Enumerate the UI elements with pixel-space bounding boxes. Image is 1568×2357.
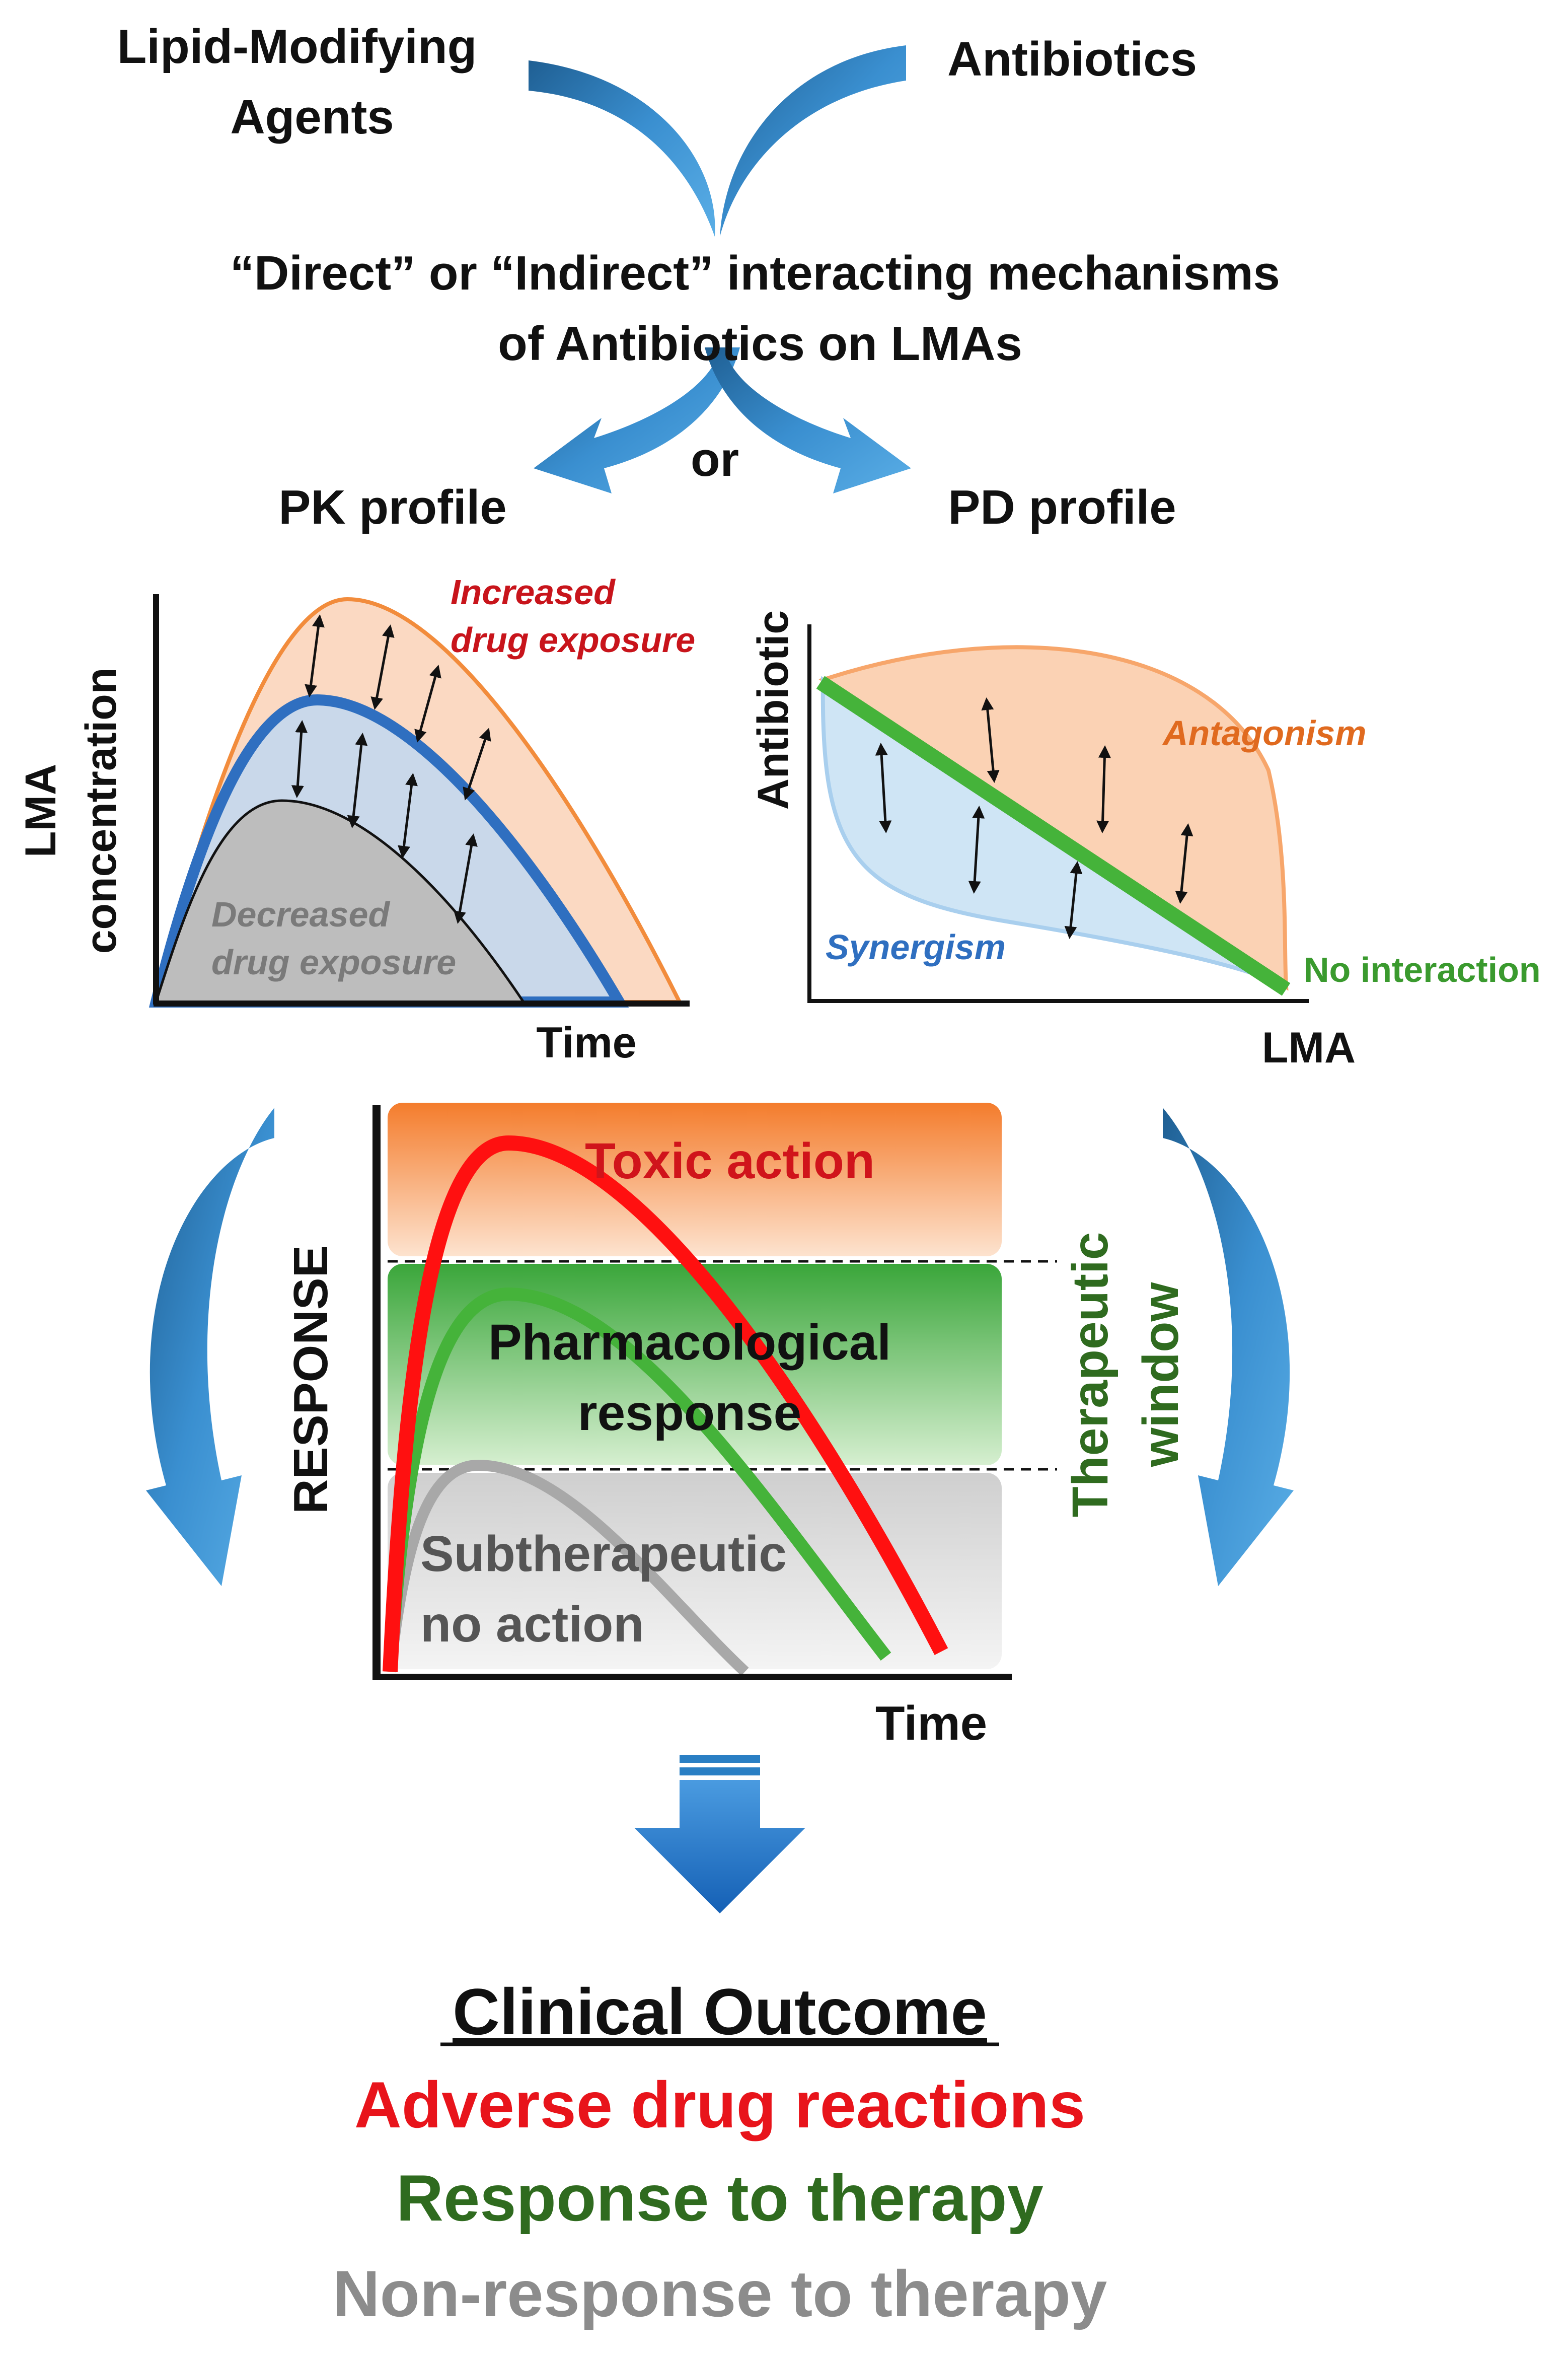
pd-ylabel: Antibiotic bbox=[749, 610, 797, 810]
pd-synergism-label: Synergism bbox=[826, 927, 1006, 967]
toxic-label: Toxic action bbox=[585, 1133, 875, 1189]
pk-double-arrows bbox=[291, 614, 491, 924]
pk-decreased-label-1: Decreased bbox=[211, 895, 390, 934]
mechanism-label-2: of Antibiotics on LMAs bbox=[498, 317, 1022, 371]
outcome-title: Clinical Outcome bbox=[453, 1975, 987, 2048]
sub-label-2: no action bbox=[420, 1596, 644, 1653]
pk-profile-label: PK profile bbox=[278, 480, 506, 534]
pk-increased-label-1: Increased bbox=[451, 573, 616, 612]
antibiotics-label: Antibiotics bbox=[947, 32, 1197, 86]
outcome-section: Clinical Outcome Adverse drug reactions … bbox=[333, 1975, 1107, 2330]
response-chart: RESPONSE Time Toxic action Pharmacologic… bbox=[146, 1103, 1294, 1750]
window-label-1: Therapeutic bbox=[1062, 1232, 1118, 1518]
down-arrow-icon bbox=[634, 1755, 805, 1913]
outcome-response: Response to therapy bbox=[396, 2161, 1043, 2235]
outcome-adverse: Adverse drug reactions bbox=[354, 2068, 1085, 2141]
lipid-agents-label: Lipid-Modifying bbox=[117, 20, 477, 74]
pharm-band bbox=[388, 1264, 1002, 1465]
side-arrow-right-icon bbox=[1163, 1108, 1294, 1586]
or-label: or bbox=[691, 433, 739, 486]
swoosh-left-icon bbox=[529, 60, 715, 237]
pk-decreased-label-2: drug exposure bbox=[211, 943, 456, 982]
pd-no-interaction-label: No interaction bbox=[1304, 950, 1541, 989]
pk-ylabel-1: LMA bbox=[17, 764, 65, 858]
pk-ylabel-2: concentration bbox=[77, 668, 125, 954]
sub-band bbox=[388, 1473, 1002, 1669]
sub-label-1: Subtherapeutic bbox=[420, 1526, 787, 1582]
pd-no-interaction-line bbox=[816, 676, 1291, 996]
pd-profile-label: PD profile bbox=[948, 480, 1176, 534]
pharm-label-1: Pharmacological bbox=[488, 1314, 891, 1371]
response-curve-gray bbox=[385, 1459, 749, 1676]
pharm-label-2: response bbox=[578, 1385, 802, 1441]
window-label-2: window bbox=[1133, 1282, 1189, 1467]
arrow-to-pd-icon bbox=[705, 347, 911, 493]
response-curve-red bbox=[383, 1135, 948, 1672]
pk-chart: LMA concentration Time Increased drug ex… bbox=[17, 573, 695, 1067]
top-section: Lipid-Modifying Agents Antibiotics “Dire… bbox=[117, 20, 1280, 534]
pk-xlabel: Time bbox=[536, 1019, 636, 1067]
pd-xlabel: LMA bbox=[1262, 1024, 1356, 1072]
mechanism-label-1: “Direct” or “Indirect” interacting mecha… bbox=[230, 246, 1280, 300]
side-arrow-left-icon bbox=[146, 1108, 274, 1586]
pd-antagonism-label: Antagonism bbox=[1162, 713, 1366, 753]
lipid-agents-label-2: Agents bbox=[230, 90, 394, 144]
pk-increased-label-2: drug exposure bbox=[451, 620, 695, 660]
swoosh-right-icon bbox=[720, 45, 906, 237]
pd-antagonism-area bbox=[818, 645, 1289, 991]
pd-double-arrows bbox=[875, 697, 1193, 939]
response-ylabel: RESPONSE bbox=[284, 1245, 338, 1514]
response-xlabel: Time bbox=[875, 1696, 987, 1750]
pd-chart: Antibiotic LMA Antagonism Synergism No i… bbox=[749, 610, 1541, 1072]
arrow-to-pk-icon bbox=[534, 347, 740, 493]
outcome-nonresponse: Non-response to therapy bbox=[333, 2257, 1107, 2330]
